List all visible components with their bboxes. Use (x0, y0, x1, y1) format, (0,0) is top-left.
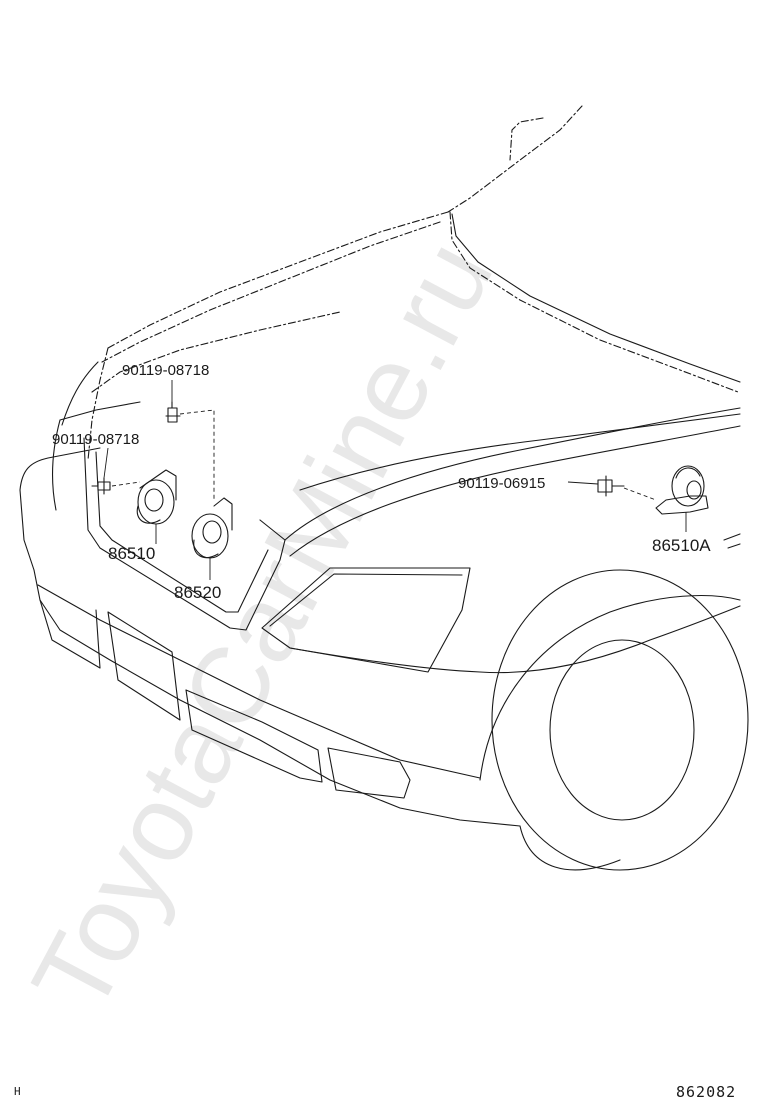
label-90119-08718-upper: 90119-08718 (122, 362, 209, 379)
label-86520: 86520 (174, 583, 221, 602)
footer-left-mark: H (14, 1085, 22, 1098)
bolt-right-icon (597, 475, 625, 497)
watermark-text: ToyotaCarMine.ru (8, 221, 515, 1030)
leader-lines (103, 380, 687, 580)
label-90119-06915: 90119-06915 (458, 475, 545, 492)
bolt-left-icon (91, 477, 111, 495)
horn-86510a-icon (655, 465, 709, 515)
bolt-upper-icon (165, 401, 181, 423)
label-86510a: 86510A (652, 536, 711, 555)
diagram-number: 862082 (676, 1083, 736, 1101)
car-body-outline (19, 105, 749, 871)
label-90119-08718-left: 90119-08718 (52, 431, 139, 448)
horn-86520-icon (191, 497, 233, 559)
label-86510: 86510 (108, 544, 155, 563)
horn-86510-icon (136, 469, 177, 525)
